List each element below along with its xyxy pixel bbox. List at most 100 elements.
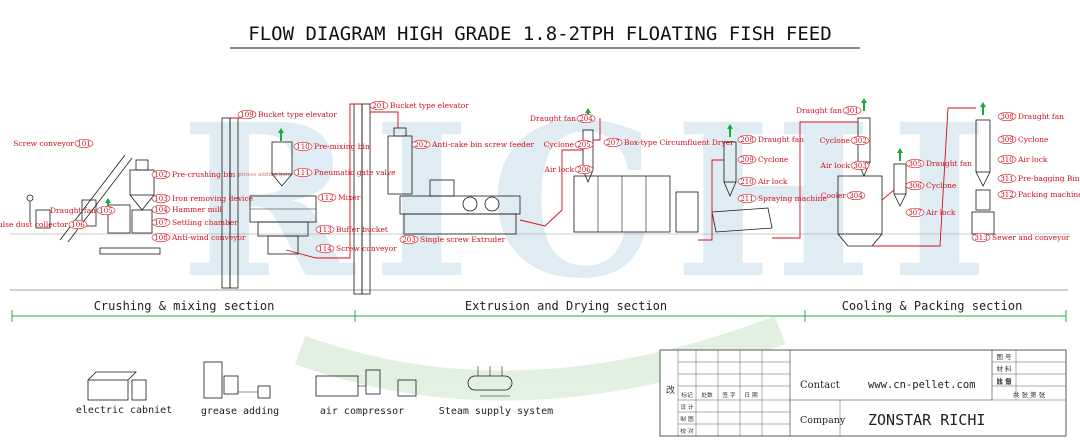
section-extrusion: Extrusion and Drying section bbox=[465, 299, 667, 313]
tag-label: Screw conveyor bbox=[336, 244, 397, 253]
equipment-tag-207: 207 Box-type Circumfluent Dryer bbox=[603, 137, 734, 148]
tag-label: Iron removing device bbox=[172, 194, 254, 203]
tag-label: Pneumatic gate valve bbox=[314, 168, 396, 177]
tag-label: Draught fan bbox=[926, 159, 972, 168]
contact-value[interactable]: www.cn-pellet.com bbox=[868, 379, 975, 391]
tag-label: Cyclone bbox=[820, 136, 851, 145]
drawing-info-labels: 图 号材 料比 例数 量 bbox=[996, 353, 1012, 386]
legend-grease-adding: grease adding bbox=[201, 406, 279, 417]
section-crushing: Crushing & mixing section bbox=[94, 299, 275, 313]
grease-adding-icon bbox=[203, 361, 271, 399]
electric-cabinet-icon bbox=[87, 371, 147, 401]
tag-label: Cooler bbox=[821, 191, 847, 200]
section-bar: Crushing & mixing section Extrusion and … bbox=[10, 289, 1068, 322]
equipment-tag-201: 201 Bucket type elevator bbox=[369, 100, 469, 111]
tag-number: 203 bbox=[402, 236, 415, 244]
tag-ellipse bbox=[74, 138, 94, 149]
tag-number: 310 bbox=[1000, 156, 1013, 164]
tag-label: Cyclone bbox=[758, 155, 789, 164]
tag-label: Air lock bbox=[925, 208, 956, 217]
tag-number: 101 bbox=[77, 140, 90, 148]
tag-ellipse bbox=[151, 193, 171, 204]
contact-label: Contact bbox=[800, 380, 840, 391]
col-header: 处数 bbox=[701, 391, 713, 399]
legend-steam-supply: Steam supply system bbox=[439, 406, 553, 417]
info-label: 图 号 bbox=[996, 353, 1012, 361]
section-cooling: Cooling & Packing section bbox=[842, 299, 1023, 313]
tag-label: Mixer bbox=[338, 193, 361, 202]
revision-col-headers: 标记处数签 字日 期 bbox=[681, 391, 758, 399]
tag-ellipse bbox=[850, 160, 870, 171]
tag-label: Pre-bagging Bin bbox=[1018, 174, 1080, 183]
tag-number: 304 bbox=[849, 192, 863, 200]
revision-row-labels: 设 计制 图校 对 bbox=[680, 403, 694, 435]
tag-number: 112 bbox=[320, 194, 333, 202]
tag-number: 103 bbox=[154, 195, 167, 203]
aux-legend: electric cabniet grease adding air compr… bbox=[76, 361, 553, 417]
tag-label: Draught fan bbox=[1018, 112, 1064, 121]
tag-ellipse bbox=[905, 158, 925, 169]
tag-ellipse bbox=[317, 192, 337, 203]
tag-ellipse bbox=[369, 100, 389, 111]
tag-ellipse bbox=[737, 176, 757, 187]
tag-number: 307 bbox=[908, 209, 921, 217]
tag-number: 205 bbox=[577, 141, 590, 149]
tag-number: 209 bbox=[740, 156, 753, 164]
equipment-tag-103: 103 Iron removing device bbox=[151, 193, 254, 204]
col-header: 签 字 bbox=[722, 391, 736, 399]
tag-ellipse bbox=[846, 190, 866, 201]
company-label: Company bbox=[800, 415, 846, 426]
tag-number: 106 bbox=[71, 221, 85, 229]
tag-label: Pre-mixing bin bbox=[314, 142, 370, 151]
tag-label: Spraying machine bbox=[758, 194, 827, 203]
tag-number: 313 bbox=[974, 234, 987, 242]
tag-number: 108 bbox=[154, 234, 167, 242]
tag-label: Draught fan bbox=[758, 135, 804, 144]
air-compressor-icon bbox=[315, 369, 417, 397]
tag-number: 206 bbox=[577, 166, 591, 174]
tag-ellipse bbox=[576, 113, 596, 124]
tag-label: Cyclone bbox=[1018, 135, 1049, 144]
tag-label: Buffer bucket bbox=[336, 225, 388, 234]
equipment-tag-112: 112 Mixer bbox=[317, 192, 361, 203]
info-label: 材 料 bbox=[996, 364, 1012, 373]
tag-number: 107 bbox=[154, 219, 167, 227]
tag-label: Pulse dust collector bbox=[0, 220, 68, 229]
tag-label: Box-type Circumfluent Dryer bbox=[624, 138, 734, 147]
tag-number: 201 bbox=[372, 102, 385, 110]
tag-number: 207 bbox=[606, 139, 619, 147]
legend-electric-cabinet: electric cabniet bbox=[76, 405, 172, 416]
tag-label: Settling chamber bbox=[172, 218, 238, 227]
tag-ellipse bbox=[96, 205, 116, 216]
tag-number: 308 bbox=[1000, 113, 1013, 121]
tag-number: 311 bbox=[1000, 175, 1013, 183]
tag-ellipse bbox=[293, 167, 313, 178]
tag-number: 202 bbox=[414, 141, 427, 149]
tag-label: Air lock bbox=[757, 177, 788, 186]
tag-number: 105 bbox=[99, 207, 112, 215]
tag-ellipse bbox=[574, 139, 594, 150]
tag-ellipse bbox=[399, 234, 419, 245]
tag-number: 312 bbox=[1000, 191, 1013, 199]
tag-number: 204 bbox=[579, 115, 593, 123]
legend-air-compressor: air compressor bbox=[320, 406, 404, 417]
tag-label: Bucket type elevator bbox=[258, 110, 337, 119]
tag-ellipse bbox=[737, 134, 757, 145]
col-header: 标记 bbox=[681, 391, 693, 399]
tag-ellipse bbox=[574, 164, 594, 175]
tag-ellipse bbox=[997, 173, 1017, 184]
tag-ellipse bbox=[997, 189, 1017, 200]
tag-label: Bucket type elevator bbox=[390, 101, 469, 110]
tag-number: 302 bbox=[853, 137, 866, 145]
